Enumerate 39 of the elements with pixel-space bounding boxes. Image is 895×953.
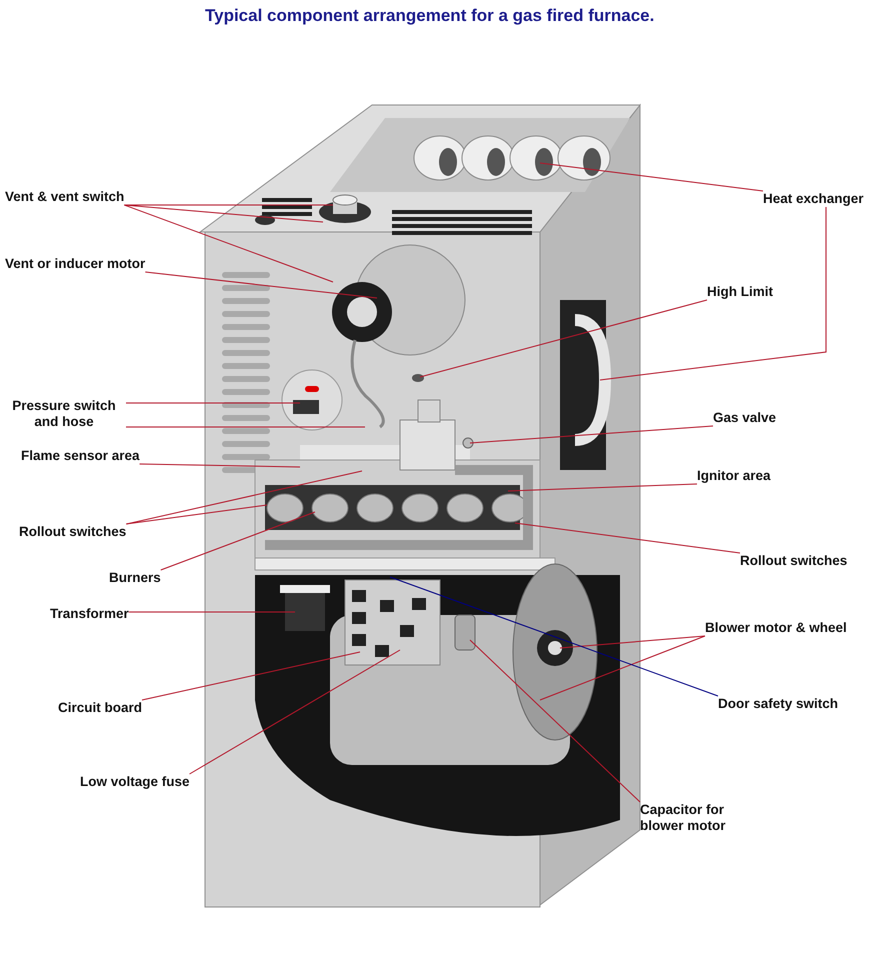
leader-line xyxy=(144,272,378,298)
leader-line xyxy=(142,652,360,700)
leader-line xyxy=(390,576,718,696)
part-label: Transformer xyxy=(50,606,129,622)
part-label: Vent & vent switch xyxy=(5,189,124,205)
part-label: Door safety switch xyxy=(718,696,838,712)
leader-line xyxy=(126,426,366,428)
part-label: Burners xyxy=(109,570,161,586)
part-label: High Limit xyxy=(707,284,773,300)
leader-line xyxy=(540,162,764,192)
leader-line xyxy=(540,636,706,700)
part-label: Vent or inducer motor xyxy=(5,256,146,272)
part-label: Rollout switches xyxy=(19,524,126,540)
leader-line xyxy=(420,300,708,378)
leader-line xyxy=(126,402,300,404)
leader-line xyxy=(126,504,268,524)
part-label: Low voltage fuse xyxy=(80,774,190,790)
leader-line xyxy=(514,522,740,554)
leader-line xyxy=(139,464,300,468)
leader-line xyxy=(508,484,698,492)
part-label: Ignitor area xyxy=(697,468,771,484)
part-label: Flame sensor area xyxy=(21,448,140,464)
leader-line xyxy=(160,512,316,570)
part-label: Pressure switch and hose xyxy=(2,398,126,430)
part-label: Circuit board xyxy=(58,700,142,716)
part-label: Blower motor & wheel xyxy=(705,620,847,636)
leader-line xyxy=(470,426,714,444)
leader-line xyxy=(600,206,826,380)
leader-line xyxy=(560,636,706,648)
leader-line xyxy=(126,470,362,524)
part-label: Capacitor for blower motor xyxy=(640,802,750,834)
leader-line xyxy=(124,204,324,222)
part-label: Gas valve xyxy=(713,410,776,426)
leader-line xyxy=(470,640,640,802)
leader-line xyxy=(124,204,334,282)
part-label: Rollout switches xyxy=(740,553,848,569)
leader-line xyxy=(189,650,400,774)
part-label: Heat exchanger xyxy=(763,191,864,207)
diagram-title: Typical component arrangement for a gas fired furnace. xyxy=(205,6,654,26)
